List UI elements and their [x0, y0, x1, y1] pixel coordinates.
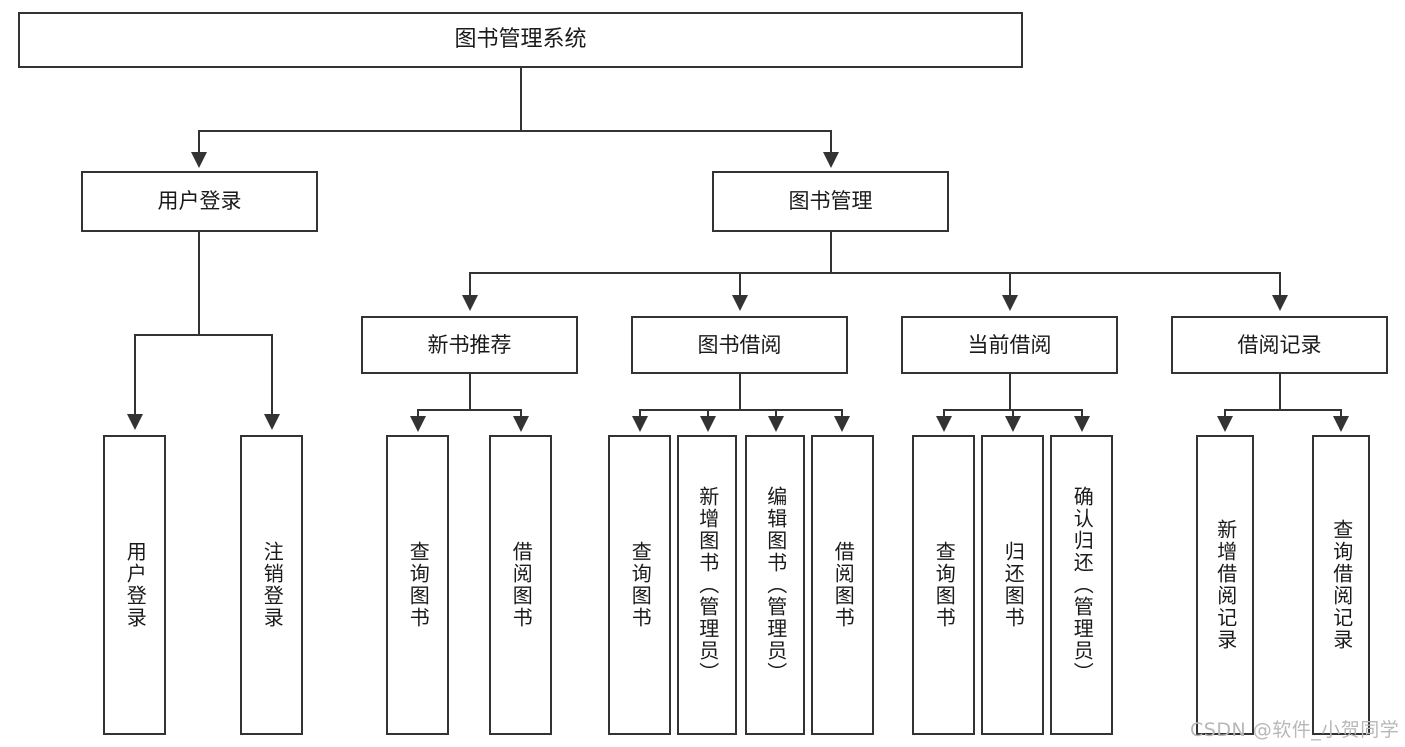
- node-label: 借阅图书: [509, 541, 534, 629]
- node-label: 查询图书: [932, 541, 957, 629]
- leaf-bb-query-book[interactable]: 查询图书: [608, 435, 671, 735]
- leaf-bb-edit-book[interactable]: 编辑图书（管理员）: [745, 435, 805, 735]
- connector-book-manage-stem: [830, 232, 832, 273]
- arrow-bb-add: [700, 416, 716, 432]
- arrow-leaf-logout: [264, 414, 280, 430]
- arrow-user-login: [191, 152, 207, 168]
- connector-drop-bb-edit: [775, 409, 777, 417]
- node-label: 确认归还（管理员）: [1070, 486, 1095, 684]
- leaf-user-login[interactable]: 用户登录: [103, 435, 166, 735]
- node-label: 借阅记录: [1237, 332, 1322, 357]
- arrow-current-borrow: [1002, 295, 1018, 311]
- connector-borrow-record-stem: [1279, 374, 1281, 410]
- connector-drop-br-add: [1224, 409, 1226, 417]
- node-label: 用户登录: [157, 189, 242, 214]
- connector-drop-cb-return: [1012, 409, 1014, 417]
- connector-drop-new-book: [469, 272, 471, 296]
- arrow-book-borrow: [732, 295, 748, 311]
- arrow-bb-query: [632, 416, 648, 432]
- node-label: 图书借阅: [697, 332, 782, 357]
- arrow-bb-edit: [768, 416, 784, 432]
- node-label: 图书管理系统: [454, 27, 587, 53]
- connector-drop-bb-add: [707, 409, 709, 417]
- node-label: 查询图书: [628, 541, 653, 629]
- connector-drop-cb-confirm: [1081, 409, 1083, 417]
- node-label: 注销登录: [260, 541, 285, 629]
- leaf-nb-borrow-book[interactable]: 借阅图书: [489, 435, 552, 735]
- arrow-cb-query: [936, 416, 952, 432]
- arrow-br-add: [1217, 416, 1233, 432]
- arrow-new-book: [462, 295, 478, 311]
- node-new-book-recommend[interactable]: 新书推荐: [361, 316, 578, 374]
- node-user-login[interactable]: 用户登录: [81, 171, 318, 232]
- connector-level2-bus: [198, 130, 832, 132]
- connector-drop-leaf-logout: [271, 334, 273, 415]
- arrow-leaf-user-login: [127, 414, 143, 430]
- connector-book-borrow-bus: [639, 409, 842, 411]
- arrow-cb-confirm: [1074, 416, 1090, 432]
- node-label: 借阅图书: [831, 541, 856, 629]
- connector-book-borrow-stem: [739, 374, 741, 410]
- connector-borrow-record-bus: [1224, 409, 1341, 411]
- connector-drop-br-query: [1340, 409, 1342, 417]
- connector-current-borrow-stem: [1009, 374, 1011, 410]
- connector-drop-leaf-user-login: [134, 334, 136, 415]
- connector-drop-book-borrow: [739, 272, 741, 296]
- connector-drop-borrow-record: [1279, 272, 1281, 296]
- connector-user-login-stem: [198, 232, 200, 335]
- node-label: 新增借阅记录: [1213, 519, 1238, 651]
- node-label: 归还图书: [1001, 541, 1026, 629]
- connector-user-login-bus: [134, 334, 272, 336]
- connector-drop-bb-query: [639, 409, 641, 417]
- node-label: 新增图书（管理员）: [695, 486, 720, 684]
- connector-root-stem: [520, 68, 522, 131]
- connector-drop-book-manage: [830, 130, 832, 152]
- connector-drop-current-borrow: [1009, 272, 1011, 296]
- connector-new-book-stem: [469, 374, 471, 410]
- connector-drop-bb-borrow: [841, 409, 843, 417]
- node-label: 查询借阅记录: [1329, 519, 1354, 651]
- arrow-br-query: [1333, 416, 1349, 432]
- leaf-cb-query-book[interactable]: 查询图书: [912, 435, 975, 735]
- node-label: 当前借阅: [967, 332, 1052, 357]
- node-label: 图书管理: [788, 189, 873, 214]
- leaf-cb-confirm-return[interactable]: 确认归还（管理员）: [1050, 435, 1113, 735]
- node-root-system[interactable]: 图书管理系统: [18, 12, 1023, 68]
- connector-level3-bus: [469, 272, 1281, 274]
- leaf-bb-add-book[interactable]: 新增图书（管理员）: [677, 435, 737, 735]
- leaf-br-query-record[interactable]: 查询借阅记录: [1312, 435, 1370, 735]
- node-borrow-record[interactable]: 借阅记录: [1171, 316, 1388, 374]
- arrow-book-manage: [823, 152, 839, 168]
- arrow-cb-return: [1005, 416, 1021, 432]
- connector-drop-nb-borrow: [520, 409, 522, 417]
- node-book-manage[interactable]: 图书管理: [712, 171, 949, 232]
- arrow-bb-borrow: [834, 416, 850, 432]
- node-label: 新书推荐: [427, 332, 512, 357]
- leaf-logout[interactable]: 注销登录: [240, 435, 303, 735]
- leaf-br-add-record[interactable]: 新增借阅记录: [1196, 435, 1254, 735]
- connector-drop-cb-query: [943, 409, 945, 417]
- node-label: 查询图书: [406, 541, 431, 629]
- node-current-borrow[interactable]: 当前借阅: [901, 316, 1118, 374]
- connector-drop-nb-query: [417, 409, 419, 417]
- leaf-bb-borrow-book[interactable]: 借阅图书: [811, 435, 874, 735]
- connector-new-book-bus: [417, 409, 521, 411]
- node-book-borrow[interactable]: 图书借阅: [631, 316, 848, 374]
- node-label: 编辑图书（管理员）: [763, 486, 788, 684]
- leaf-nb-query-book[interactable]: 查询图书: [386, 435, 449, 735]
- leaf-cb-return-book[interactable]: 归还图书: [981, 435, 1044, 735]
- node-label: 用户登录: [123, 541, 148, 629]
- arrow-borrow-record: [1272, 295, 1288, 311]
- arrow-nb-borrow: [513, 416, 529, 432]
- connector-drop-user-login: [198, 130, 200, 152]
- arrow-nb-query: [410, 416, 426, 432]
